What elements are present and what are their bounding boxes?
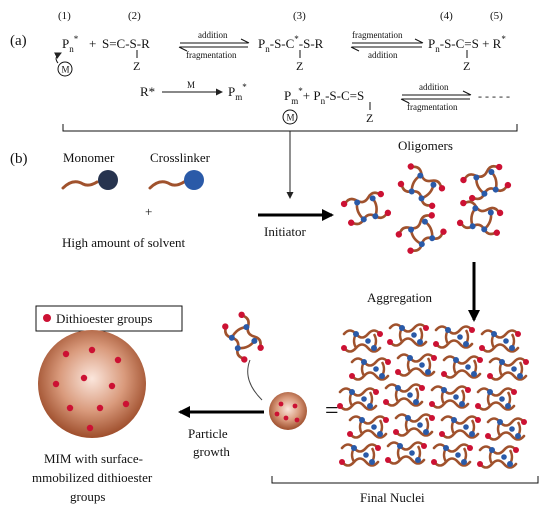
equilibrium-arrow-1 xyxy=(178,38,250,52)
adduct-p-sub: n xyxy=(265,44,270,54)
svg-text:Pm*+ Pn-S-C=S: Pm*+ Pn-S-C=S xyxy=(284,86,364,106)
pm-radical: P xyxy=(228,84,235,99)
aggregation-label: Aggregation xyxy=(367,290,432,305)
attach-curve xyxy=(247,359,263,401)
arrow-2-top-label: fragmentation xyxy=(352,30,403,40)
svg-text:Pn-S-C*-S-R: Pn-S-C*-S-R xyxy=(258,34,324,54)
oligomer-cluster xyxy=(338,160,514,258)
oligomer-2 xyxy=(458,160,514,205)
svg-text:Pn*: Pn* xyxy=(62,34,79,54)
pm-star: * xyxy=(242,82,247,92)
equilibrium-arrow-3 xyxy=(400,90,472,104)
plus-pn: + P xyxy=(303,88,321,103)
reinitiation-m: M xyxy=(187,80,195,90)
continuation-dashes: - - - - - xyxy=(478,89,510,103)
monomer-m-2: M xyxy=(287,113,295,123)
final-nuclei-network xyxy=(335,323,531,469)
monomer-circle-icon-2 xyxy=(282,109,298,125)
step-number-3: (3) xyxy=(293,10,306,22)
pm-subscript-2: m xyxy=(291,96,298,106)
adduct-z: Z xyxy=(296,59,303,73)
step-number-1: (1) xyxy=(58,10,71,22)
oligomer-1 xyxy=(393,160,450,212)
r-radical: R* xyxy=(140,84,155,99)
arrow-1-top-label: addition xyxy=(198,30,228,40)
reaction-1: Pn* + S=C-S-R Z M addition fragmentation… xyxy=(54,30,506,77)
raft-rest-2: -S-C=S xyxy=(325,88,364,103)
adduct-p: P xyxy=(258,36,265,51)
product-p: P xyxy=(428,36,435,51)
pn-subscript-2: n xyxy=(321,96,326,106)
crosslinker-chain xyxy=(148,180,186,190)
panel-b: (b) Monomer Crosslinker + High amount of… xyxy=(10,138,539,505)
product-rest: -S-C=S + R xyxy=(440,36,502,51)
product-z: Z xyxy=(463,59,470,73)
adduct-star: * xyxy=(294,34,299,44)
particle-growth-label-1: Particle xyxy=(188,426,228,441)
panel-b-label: (b) xyxy=(10,151,28,167)
pm-radical-2: P xyxy=(284,88,291,103)
pn-radical: P xyxy=(62,36,69,51)
reaction-3: Pm*+ Pn-S-C=S Z M addition fragmentation… xyxy=(282,82,510,125)
attaching-oligomer xyxy=(218,309,268,366)
particle-growth-label-2: growth xyxy=(193,444,230,459)
pm-star-2: * xyxy=(298,86,303,96)
arrow-2-bottom-label: addition xyxy=(368,50,398,60)
raft-agent: S=C-S-R xyxy=(102,36,150,51)
raft-z: Z xyxy=(133,59,140,73)
initiator-label: Initiator xyxy=(264,224,307,239)
mim-label-1: MIM with surface- xyxy=(44,451,143,466)
pm-subscript: m xyxy=(235,92,242,102)
adduct-mid: -S-C xyxy=(270,36,295,51)
oligomer-5 xyxy=(393,208,450,258)
panel-a-bracket xyxy=(62,124,518,132)
oligomer-3 xyxy=(338,188,394,229)
product-star: * xyxy=(501,34,506,44)
step-number-4: (4) xyxy=(440,10,453,22)
crosslinker-label: Crosslinker xyxy=(150,150,211,165)
crosslinker-bead xyxy=(184,170,204,190)
arrow-1-bottom-label: fragmentation xyxy=(186,50,237,60)
pn-subscript: n xyxy=(69,44,74,54)
svg-text:Pn-S-C=S + R*: Pn-S-C=S + R* xyxy=(428,34,506,54)
equilibrium-arrow-2 xyxy=(350,38,424,52)
monomer-circle-icon xyxy=(57,61,73,77)
plus-sign: + xyxy=(89,36,96,51)
legend-box xyxy=(35,305,183,332)
monomer-chain xyxy=(61,180,99,190)
legend-label: Dithioester groups xyxy=(56,311,152,326)
svg-text:Pm*: Pm* xyxy=(228,82,247,102)
panel-a-label: (a) xyxy=(10,33,27,49)
raft-2-z: Z xyxy=(366,111,373,125)
solvent-label: High amount of solvent xyxy=(62,235,186,250)
reaction-2: R* M Pm* xyxy=(140,80,247,102)
step-number-5: (5) xyxy=(490,10,503,22)
arrow-3-top-label: addition xyxy=(419,82,449,92)
monomer-m: M xyxy=(62,65,70,75)
legend-dot xyxy=(43,314,51,322)
monomer-label: Monomer xyxy=(63,150,115,165)
final-nuclei-label: Final Nuclei xyxy=(360,490,425,505)
small-nucleus xyxy=(269,392,307,430)
oligomers-label: Oligomers xyxy=(398,138,453,153)
product-p-sub: n xyxy=(435,44,440,54)
plus-sign-b: + xyxy=(145,204,152,219)
arrow-3-bottom-label: fragmentation xyxy=(407,102,458,112)
mim-label-3: groups xyxy=(70,489,105,504)
mim-label-2: mmobilized dithioester xyxy=(32,470,153,485)
step-number-2: (2) xyxy=(128,10,141,22)
final-nuclei-bracket xyxy=(271,476,539,484)
circular-arrow-icon xyxy=(54,52,62,64)
equals-sign: = xyxy=(325,398,339,424)
oligomer-4 xyxy=(452,197,508,238)
panel-a: (a) (1) (2) (3) (4) (5) Pn* + S=C-S-R Z … xyxy=(10,10,518,199)
monomer-bead xyxy=(98,170,118,190)
adduct-right: -S-R xyxy=(299,36,324,51)
pn-star: * xyxy=(74,34,79,44)
